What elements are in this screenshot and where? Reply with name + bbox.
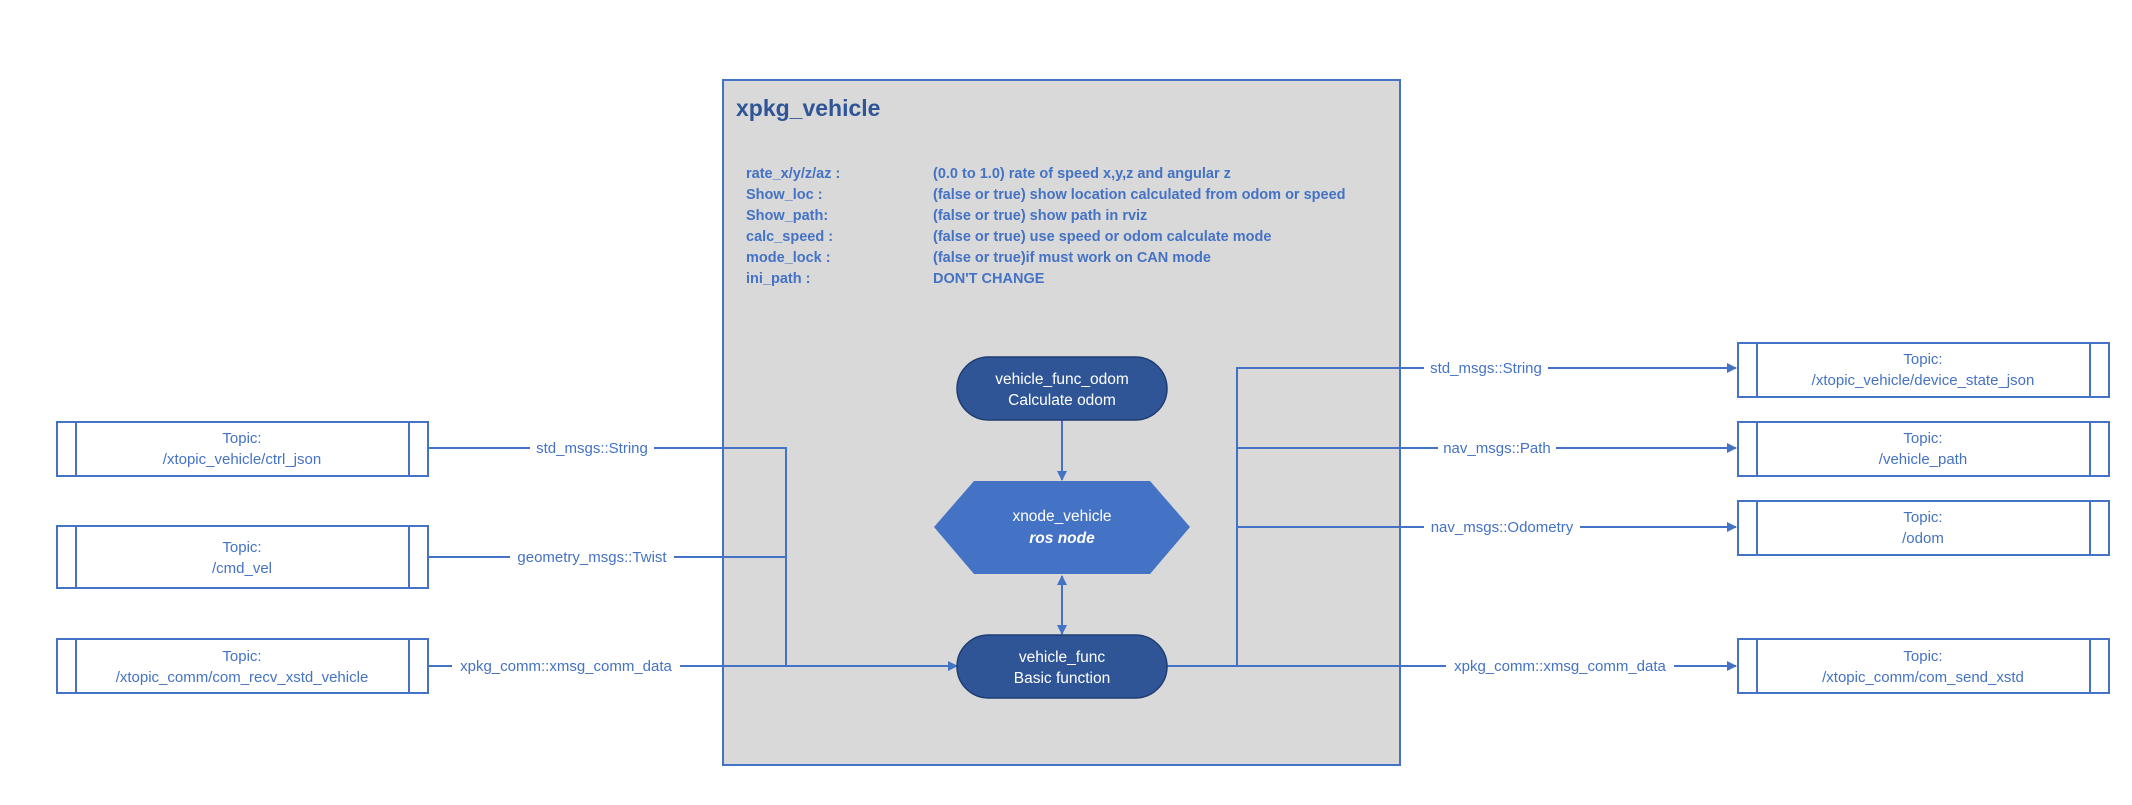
param-list: rate_x/y/z/az : (0.0 to 1.0) rate of spe… [746,166,1346,287]
output-topic-comm-send[interactable]: Topic: /xtopic_comm/com_send_xstd [1737,638,2110,694]
topic-box[interactable] [1737,421,2110,477]
param-desc: DON'T CHANGE [933,271,1045,287]
msg-label-path: nav_msgs::Path [1443,440,1551,457]
topic-box[interactable] [1737,342,2110,398]
node-vehicle-func[interactable]: vehicle_func Basic function [956,634,1168,699]
msg-label-bg [1446,656,1674,676]
msg-label-bg [452,656,680,676]
msg-label-bg [510,547,674,567]
message-labels: std_msgs::String geometry_msgs::Twist xp… [452,358,1674,676]
input-topic-cmd-vel[interactable]: Topic: /cmd_vel [56,525,429,589]
msg-label-bg [530,438,654,458]
msg-label-cmd-vel: geometry_msgs::Twist [517,549,667,566]
topic-label: Topic: [222,648,261,665]
node-subtitle: Calculate odom [1008,392,1116,409]
node-title: vehicle_func [1019,649,1105,666]
topic-box[interactable] [1737,638,2110,694]
package-title: xpkg_vehicle [736,95,880,121]
param-name: mode_lock : [746,250,831,266]
topic-box[interactable] [1737,500,2110,556]
output-topic-device-state[interactable]: Topic: /xtopic_vehicle/device_state_json [1737,342,2110,398]
msg-label-bg [1438,438,1556,458]
param-name: calc_speed : [746,229,833,245]
msg-label-bg [1424,517,1580,537]
node-subtitle: Basic function [1014,670,1111,687]
msg-label-device-state: std_msgs::String [1430,360,1542,377]
output-topic-vehicle-path[interactable]: Topic: /vehicle_path [1737,421,2110,477]
topic-label: Topic: [1903,351,1942,368]
hexagon-shape[interactable] [934,481,1190,574]
topic-label: Topic: [222,430,261,447]
msg-label-comm-send: xpkg_comm::xmsg_comm_data [1454,658,1666,675]
topic-box[interactable] [56,638,429,694]
msg-label-odom: nav_msgs::Odometry [1431,519,1574,536]
node-vehicle-func-odom[interactable]: vehicle_func_odom Calculate odom [956,356,1168,421]
topic-name: /xtopic_vehicle/ctrl_json [163,451,321,468]
topic-label: Topic: [222,539,261,556]
topic-name: /xtopic_comm/com_send_xstd [1822,669,2024,686]
node-shape[interactable] [956,634,1168,699]
msg-label-ctrl-json: std_msgs::String [536,440,648,457]
topic-label: Topic: [1903,648,1942,665]
output-topic-odom[interactable]: Topic: /odom [1737,500,2110,556]
topic-name: /xtopic_comm/com_recv_xstd_vehicle [116,669,369,686]
param-desc: (false or true)if must work on CAN mode [933,250,1211,266]
input-topic-ctrl-json[interactable]: Topic: /xtopic_vehicle/ctrl_json [56,421,429,477]
node-title: vehicle_func_odom [995,371,1129,388]
msg-label-comm-recv: xpkg_comm::xmsg_comm_data [460,658,672,675]
param-name: rate_x/y/z/az : [746,166,840,182]
param-desc: (false or true) show path in rviz [933,208,1147,224]
topic-box[interactable] [56,525,429,589]
param-name: Show_loc : [746,187,823,203]
topic-name: /vehicle_path [1879,451,1967,468]
msg-label-bg [1424,358,1548,378]
param-name: ini_path : [746,271,810,287]
node-title: xnode_vehicle [1012,508,1111,525]
node-subtitle: ros node [1029,530,1095,547]
topic-name: /xtopic_vehicle/device_state_json [1812,372,2035,389]
topic-label: Topic: [1903,509,1942,526]
param-desc: (false or true) show location calculated… [933,187,1346,203]
node-xnode-vehicle[interactable]: xnode_vehicle ros node [934,481,1190,574]
topic-name: /cmd_vel [212,560,272,577]
input-topic-comm-recv[interactable]: Topic: /xtopic_comm/com_recv_xstd_vehicl… [56,638,429,694]
param-name: Show_path: [746,208,828,224]
topic-label: Topic: [1903,430,1942,447]
topic-box[interactable] [56,421,429,477]
param-desc: (false or true) use speed or odom calcul… [933,229,1271,245]
param-desc: (0.0 to 1.0) rate of speed x,y,z and ang… [933,166,1231,182]
node-shape[interactable] [956,356,1168,421]
topic-name: /odom [1902,530,1944,547]
